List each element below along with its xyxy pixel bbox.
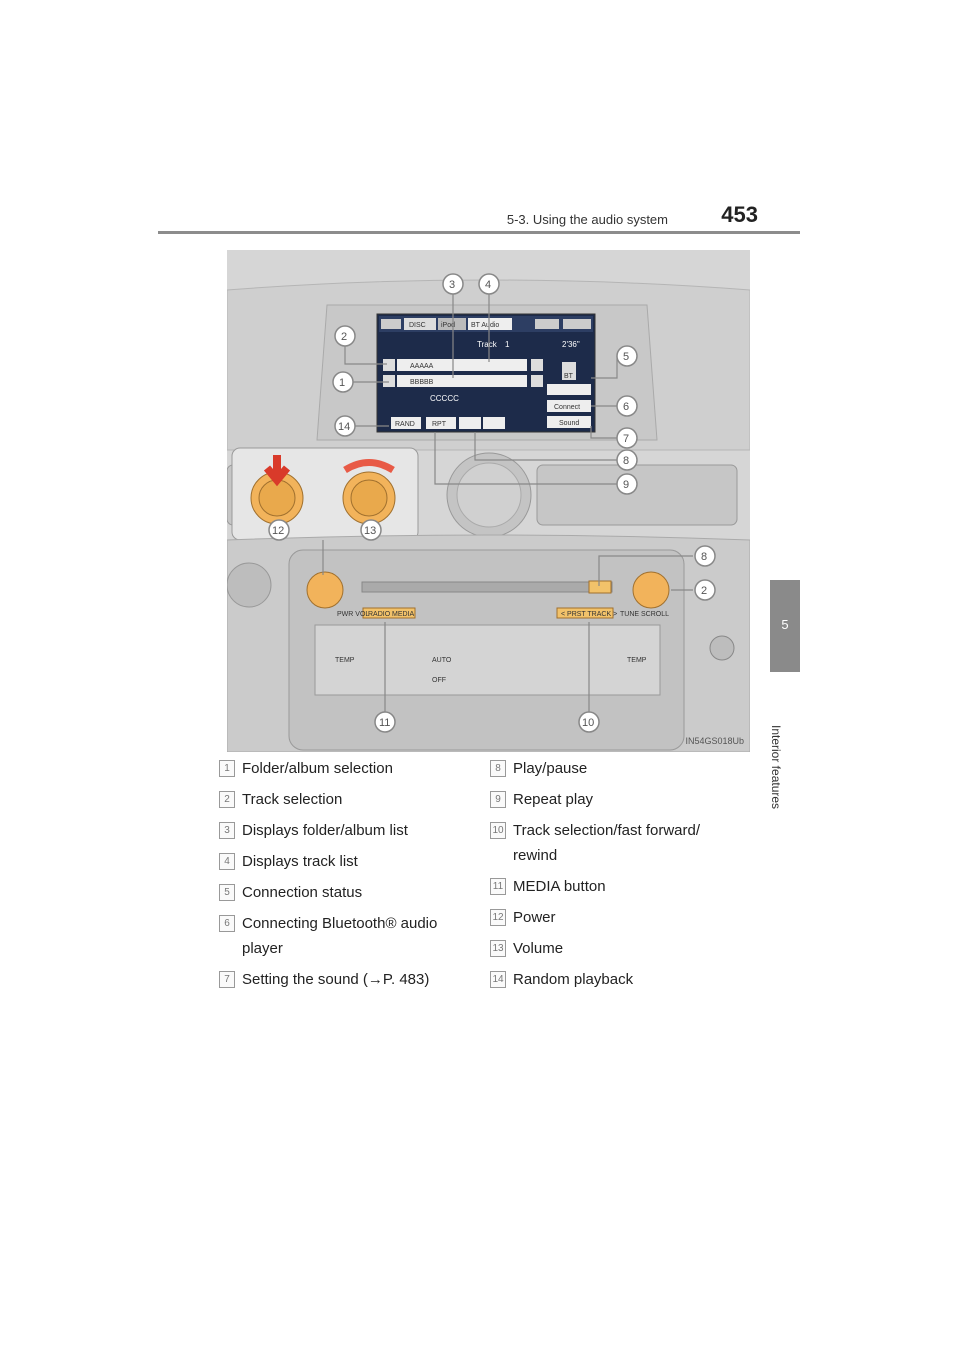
- legend-text: Play/pause: [513, 760, 588, 777]
- legend-text: Connection status: [242, 884, 363, 901]
- screen-time: 2'36": [562, 340, 580, 349]
- panel-auto: AUTO: [432, 657, 452, 664]
- screen-row-track: BBBBB: [410, 379, 434, 386]
- legend-number: 6: [219, 915, 235, 932]
- panel-temp-right: TEMP: [627, 657, 647, 664]
- legend-number: 8: [490, 760, 506, 777]
- legend-number: 14: [490, 971, 506, 988]
- screen-row-artist: CCCCC: [430, 394, 459, 403]
- legend-text: Power: [513, 909, 556, 926]
- callout-13: 13: [364, 525, 376, 537]
- legend-number: 9: [490, 791, 506, 808]
- legend-text: Random playback: [513, 971, 634, 988]
- callout-2a: 2: [341, 331, 347, 343]
- callout-7: 7: [623, 433, 629, 445]
- legend-text: Displays folder/album list: [242, 822, 408, 839]
- legend-item: 3 Displays folder/album list: [215, 818, 475, 843]
- screen-track-number: 1: [505, 340, 510, 349]
- panel-temp-left: TEMP: [335, 657, 355, 664]
- legend-number: 2: [219, 791, 235, 808]
- screen-sound: Sound: [559, 420, 579, 427]
- legend-item: 9 Repeat play: [486, 787, 746, 812]
- callout-9: 9: [623, 479, 629, 491]
- chapter-label: Interior features: [769, 725, 783, 810]
- callout-4: 4: [485, 279, 491, 291]
- chapter-tab: 5: [770, 580, 800, 672]
- legend-number: 12: [490, 909, 506, 926]
- page-number: 453: [721, 202, 758, 227]
- legend-text: Displays track list: [242, 853, 358, 870]
- screen-connect: Connect: [554, 404, 580, 411]
- page-header: 5-3. Using the audio system 453: [158, 202, 800, 234]
- legend-number: 10: [490, 822, 506, 839]
- legend-left: 1 Folder/album selection 2 Track selection…: [215, 756, 475, 998]
- callout-5: 5: [623, 351, 629, 363]
- legend-item: 5 Connection status: [215, 880, 475, 905]
- legend-text: Volume: [513, 940, 564, 957]
- panel-media: MEDIA: [392, 611, 415, 618]
- header-rule: [158, 231, 800, 234]
- legend-item: 13 Volume: [486, 936, 746, 961]
- section-title: 5-3. Using the audio system: [506, 212, 668, 227]
- legend-text: MEDIA button: [513, 878, 606, 895]
- screen-rand: RAND: [395, 421, 415, 428]
- legend-item: 10 Track selection/fast forward/ rewind: [486, 818, 746, 868]
- callout-14: 14: [338, 421, 350, 433]
- legend-item: 8 Play/pause: [486, 756, 746, 781]
- callout-10: 10: [582, 717, 594, 729]
- screen-row-folder: AAAAA: [410, 363, 434, 370]
- chapter-number: 5: [781, 617, 789, 632]
- legend-item: 7 Setting the sound (→P. 483): [215, 967, 475, 992]
- legend-right: 8 Play/pause 9 Repeat play 10 Track selecti…: [486, 756, 746, 998]
- legend-number: 1: [219, 760, 235, 777]
- legend-number: 4: [219, 853, 235, 870]
- legend-text: Folder/album selection: [242, 760, 393, 777]
- screen-tab-ipod: iPod: [441, 322, 455, 329]
- legend-number: 13: [490, 940, 506, 957]
- panel-radio: RADIO: [368, 611, 391, 618]
- screen-tab-disc: DISC: [409, 322, 426, 329]
- legend-item: 6 Connecting Bluetooth® audio player: [215, 911, 475, 961]
- legend-item: 11 MEDIA button: [486, 874, 746, 899]
- audio-system-illustration: DISC iPod BT Audio Track 1 2'36" AAAAA B…: [227, 250, 750, 752]
- legend-text: Repeat play: [513, 791, 594, 808]
- legend-text: Track selection/fast forward/ rewind: [513, 822, 701, 864]
- legend-text: Setting the sound (→P. 483): [242, 971, 430, 988]
- screen-rpt: RPT: [432, 421, 447, 428]
- panel-prst-track: < PRST TRACK >: [561, 611, 617, 618]
- panel-tune-scroll: TUNE SCROLL: [620, 611, 669, 618]
- legend-text: Connecting Bluetooth® audio player: [242, 915, 438, 957]
- legend-number: 11: [490, 878, 506, 895]
- legend-number: 5: [219, 884, 235, 901]
- legend-number: 7: [219, 971, 235, 988]
- screen-track-label: Track: [477, 340, 498, 349]
- legend-number: 3: [219, 822, 235, 839]
- legend-item: 1 Folder/album selection: [215, 756, 475, 781]
- callout-12: 12: [272, 525, 284, 537]
- figure-code: IN54GS018Ub: [685, 736, 744, 746]
- screen-bt-label: BT: [564, 373, 574, 380]
- panel-off: OFF: [432, 677, 446, 684]
- legend-item: 2 Track selection: [215, 787, 475, 812]
- dashboard-drawing: DISC iPod BT Audio Track 1 2'36" AAAAA B…: [227, 250, 750, 752]
- callout-1: 1: [339, 377, 345, 389]
- callout-3: 3: [449, 279, 455, 291]
- screen-tab-bt: BT Audio: [471, 322, 499, 329]
- callout-8b: 8: [701, 551, 707, 563]
- callout-2b: 2: [701, 585, 707, 597]
- legend-item: 12 Power: [486, 905, 746, 930]
- callout-6: 6: [623, 401, 629, 413]
- legend-item: 4 Displays track list: [215, 849, 475, 874]
- callout-8a: 8: [623, 455, 629, 467]
- legend-text: Track selection: [242, 791, 343, 808]
- legend-item: 14 Random playback: [486, 967, 746, 992]
- callout-markers: 3 4 2 1 5 6 7 8 9 14 12 13 8 2 11 10: [268, 273, 716, 733]
- callout-11: 11: [379, 717, 390, 729]
- panel-pwr-vol: PWR VOL: [337, 611, 369, 618]
